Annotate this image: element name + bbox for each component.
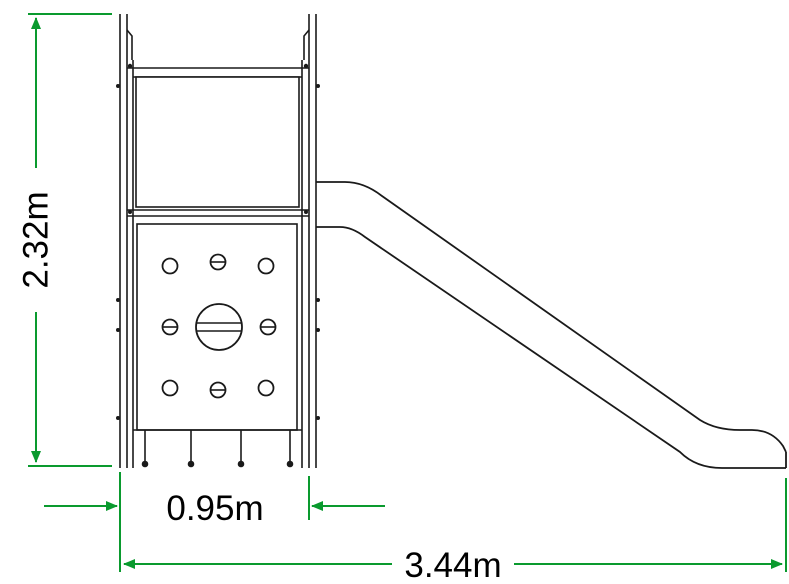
bolt: [116, 328, 120, 332]
dimension-lines: [28, 13, 787, 572]
stake-foot: [141, 460, 149, 468]
canopy-panel: [135, 76, 300, 208]
width-label: 0.95m: [166, 489, 263, 528]
hole-slots: [163, 261, 275, 391]
bolt: [116, 298, 120, 302]
bolt: [316, 298, 320, 302]
bolt: [116, 416, 120, 420]
left-top-bracket: [126, 29, 133, 60]
ground-stakes: [141, 430, 294, 468]
bolt: [316, 416, 320, 420]
bolt: [316, 328, 320, 332]
bolt: [316, 84, 320, 88]
bolt: [128, 210, 132, 214]
tower-structure: [119, 14, 317, 468]
panel-holes: [161, 253, 277, 399]
slide-top-edge: [316, 181, 787, 453]
hole: [161, 379, 179, 397]
hole: [161, 257, 179, 275]
bolt: [304, 210, 308, 214]
hole: [257, 379, 275, 397]
center-porthole: [195, 303, 243, 351]
stake-foot: [237, 460, 245, 468]
stake-foot: [286, 460, 294, 468]
height-label: 2.32m: [17, 191, 56, 288]
slide: [316, 181, 787, 469]
post-bolts: [116, 63, 320, 420]
slide-bottom-edge: [316, 226, 786, 469]
stake-foot: [187, 460, 195, 468]
bolt: [127, 63, 133, 69]
right-top-bracket: [303, 29, 310, 60]
length-label: 3.44m: [404, 546, 501, 584]
bolt: [116, 84, 120, 88]
hole: [257, 257, 275, 275]
bolt: [303, 63, 309, 69]
